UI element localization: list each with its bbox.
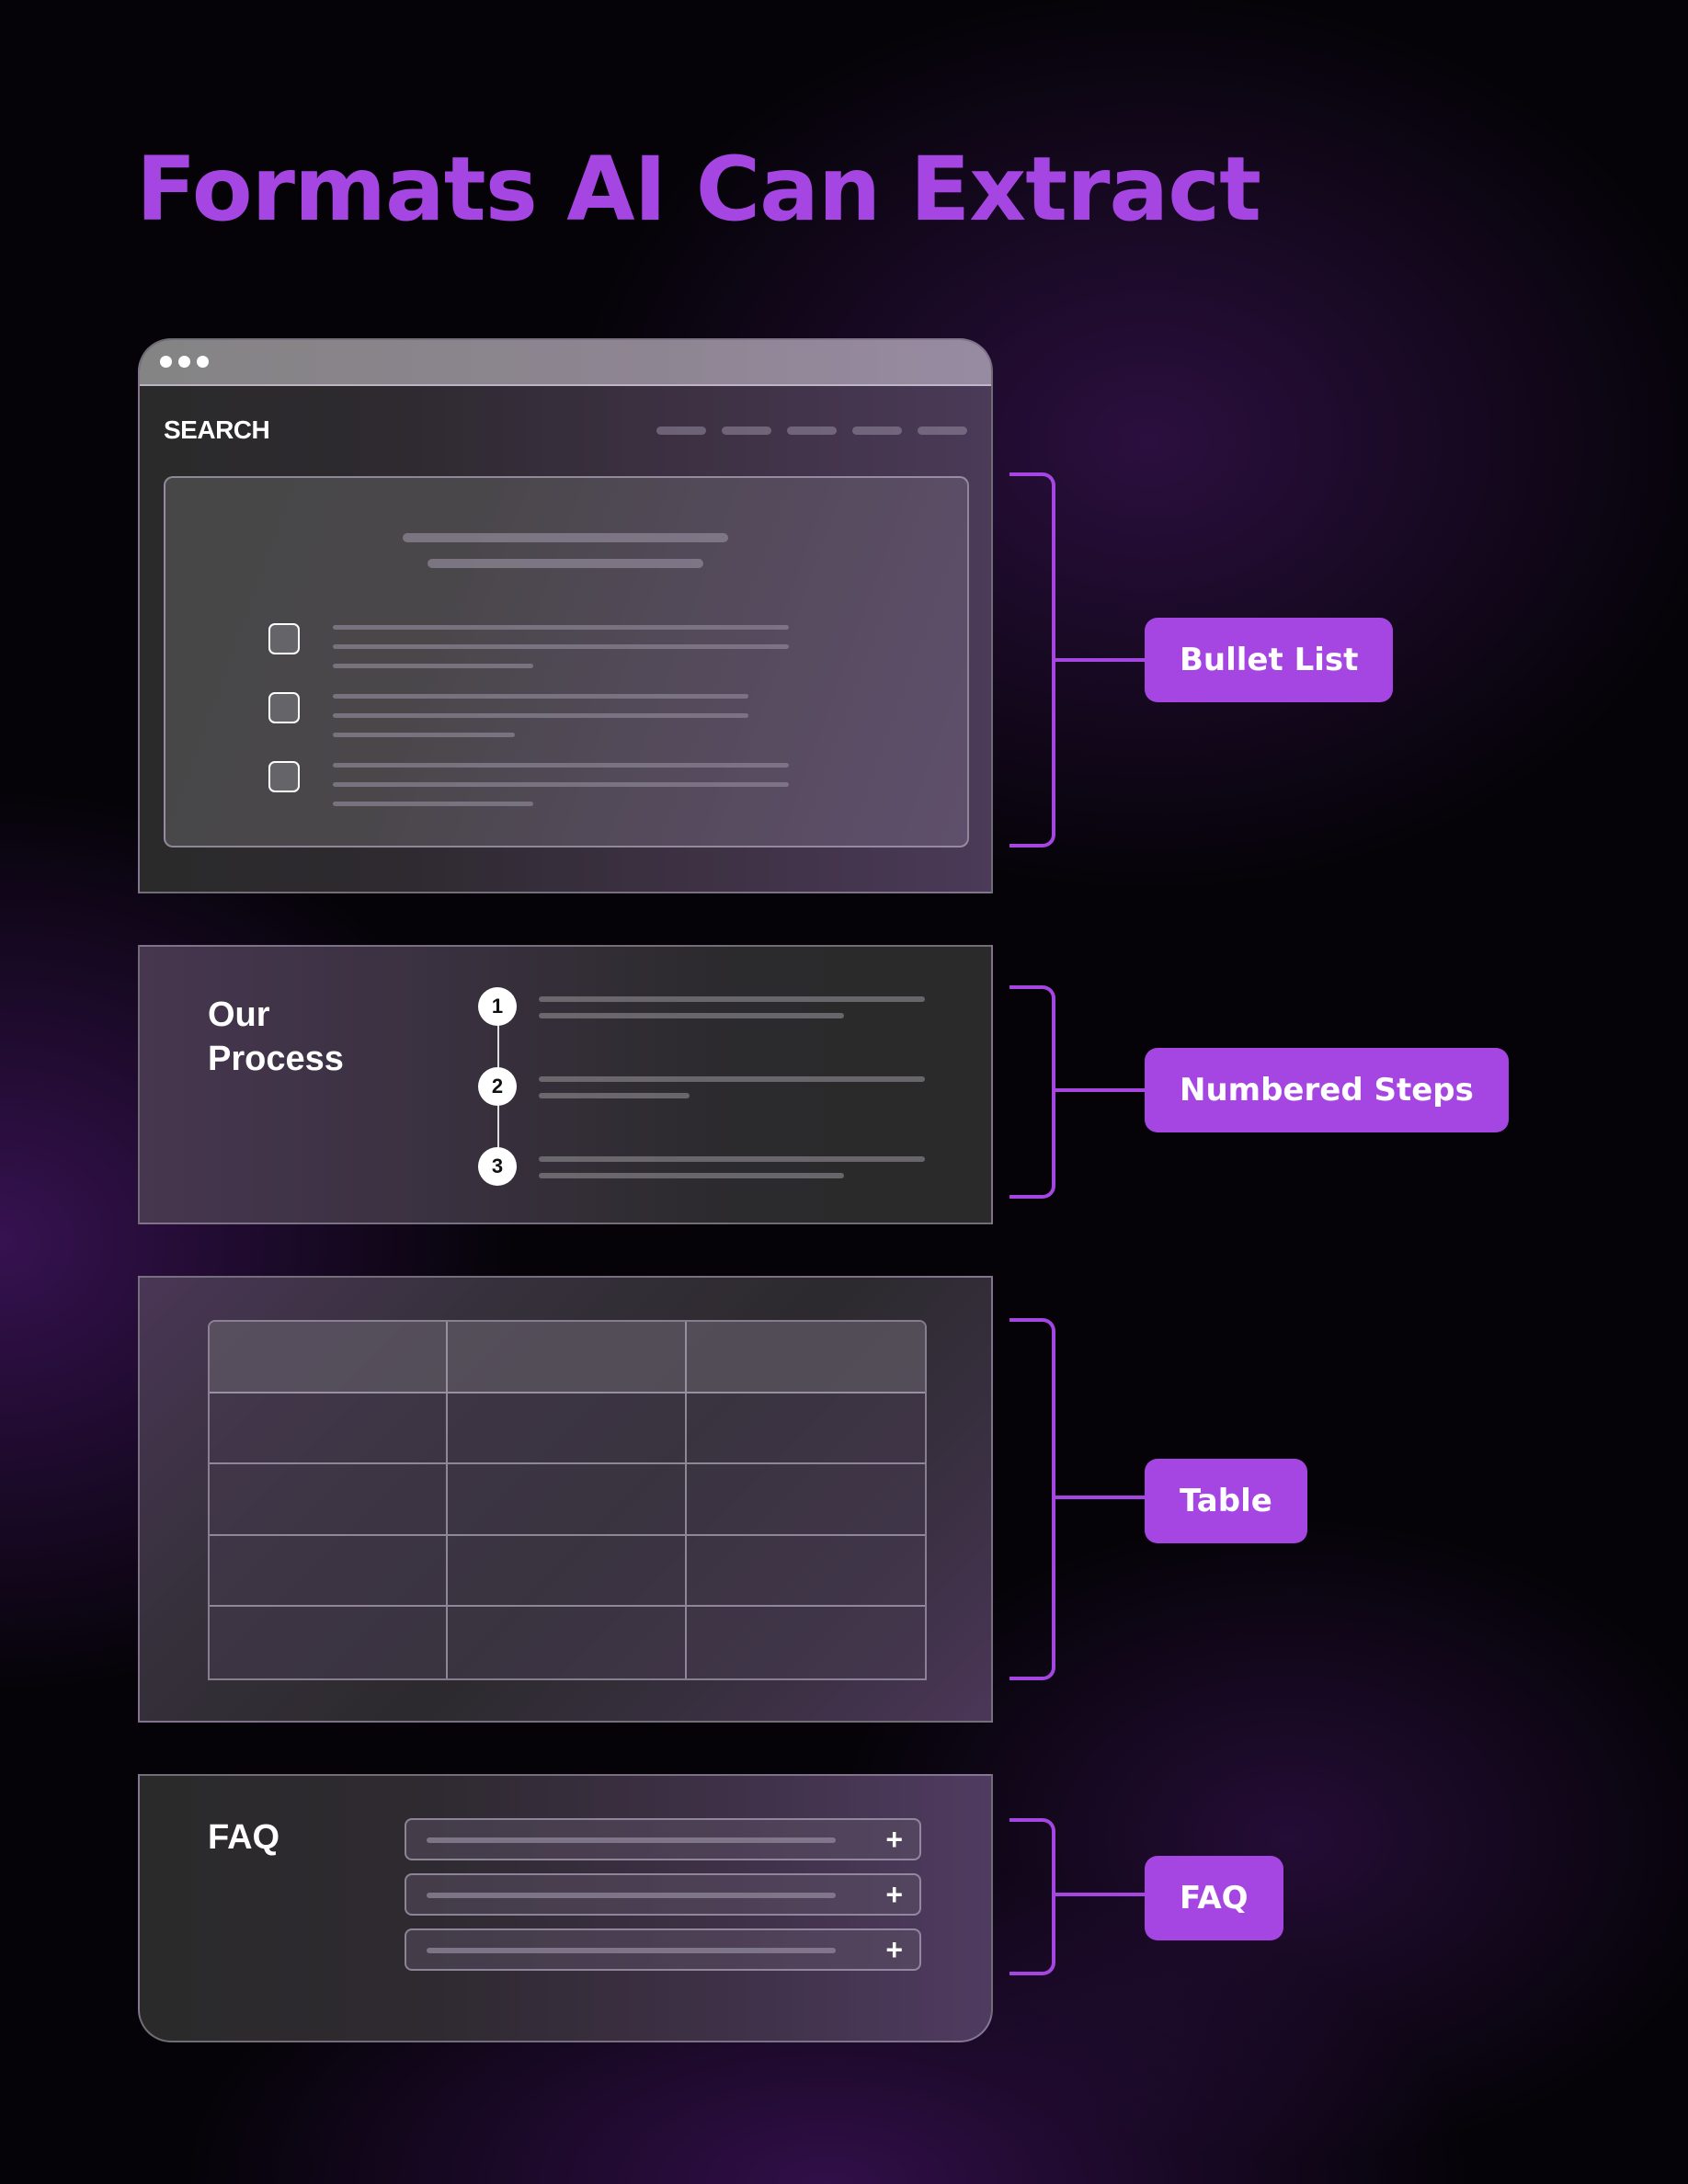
bracket-numbered-steps [1009,985,1055,1199]
table-card [138,1276,993,1723]
text-line-placeholder [333,763,789,768]
label-bullet-list: Bullet List [1145,618,1394,702]
step-text-placeholder [539,1156,925,1162]
text-line-placeholder [333,644,789,649]
table-cell [686,1393,925,1465]
heading-placeholder [403,533,728,542]
nav-placeholder [656,427,706,435]
connector-table [1054,1496,1146,1499]
table-header-cell [686,1322,925,1393]
text-line-placeholder [333,733,515,737]
label-numbered-steps: Numbered Steps [1145,1048,1509,1132]
window-controls [160,356,209,368]
label-table: Table [1145,1459,1307,1543]
text-line-placeholder [333,625,789,630]
label-faq: FAQ [1145,1856,1283,1940]
nav-placeholder [787,427,837,435]
subheading-placeholder [428,559,703,568]
table-cell [686,1607,925,1678]
nav-placeholder-links [656,427,967,435]
plus-icon[interactable]: + [885,1878,903,1911]
numbered-steps-card: Our Process 1 2 3 [138,945,993,1224]
faq-card: FAQ + + + [138,1774,993,2042]
step-text-placeholder [539,1013,844,1018]
connector-numbered-steps [1054,1088,1146,1092]
nav-placeholder [722,427,771,435]
faq-accordion-item[interactable]: + [405,1818,921,1860]
bullet-checkbox-icon [268,761,300,792]
faq-question-placeholder [427,1837,836,1843]
bracket-bullet-list [1009,472,1055,847]
table-grid [208,1320,927,1680]
table-cell [448,1535,687,1608]
table-cell [686,1464,925,1536]
bullet-checkbox-icon [268,623,300,654]
table-cell [210,1607,449,1678]
step-text-placeholder [539,1173,844,1178]
table-header-cell [448,1322,687,1393]
table-cell [210,1464,449,1536]
bracket-table [1009,1318,1055,1680]
step-text-placeholder [539,1076,925,1082]
step-text-placeholder [539,996,925,1002]
bullet-checkbox-icon [268,692,300,723]
text-line-placeholder [333,782,789,787]
step-number-badge: 1 [478,987,517,1026]
connector-bullet-list [1054,658,1146,662]
table-cell [448,1393,687,1465]
step-text-placeholder [539,1093,690,1098]
browser-titlebar [140,340,991,386]
nav-placeholder [918,427,967,435]
nav-placeholder [852,427,902,435]
faq-accordion-item[interactable]: + [405,1928,921,1971]
window-dot-icon [178,356,190,368]
search-header-label: SEARCH [164,415,270,444]
table-cell [686,1535,925,1608]
process-heading: Our Process [208,993,344,1081]
table-cell [210,1535,449,1608]
bracket-faq [1009,1818,1055,1975]
window-dot-icon [160,356,172,368]
plus-icon[interactable]: + [885,1933,903,1966]
content-panel [164,476,969,847]
faq-question-placeholder [427,1948,836,1953]
window-dot-icon [197,356,209,368]
process-heading-line1: Our [208,995,270,1034]
plus-icon[interactable]: + [885,1823,903,1856]
table-cell [448,1464,687,1536]
process-heading-line2: Process [208,1040,344,1078]
faq-heading: FAQ [208,1818,280,1857]
text-line-placeholder [333,694,748,699]
faq-accordion-item[interactable]: + [405,1873,921,1916]
text-line-placeholder [333,802,533,806]
step-number-badge: 3 [478,1147,517,1186]
table-cell [448,1607,687,1678]
table-header-cell [210,1322,449,1393]
page-title: Formats AI Can Extract [136,138,1261,241]
table-cell [210,1393,449,1465]
bullet-list-card: SEARCH [138,338,993,893]
text-line-placeholder [333,664,533,668]
text-line-placeholder [333,713,748,718]
faq-question-placeholder [427,1893,836,1898]
connector-faq [1054,1893,1146,1896]
step-number-badge: 2 [478,1067,517,1106]
